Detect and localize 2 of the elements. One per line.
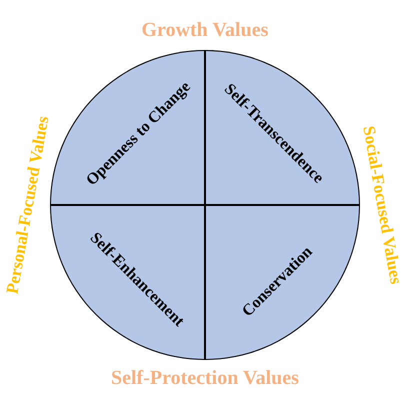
value-label: Self-Protection Values <box>111 366 299 390</box>
value-label: Growth Values <box>142 18 268 42</box>
